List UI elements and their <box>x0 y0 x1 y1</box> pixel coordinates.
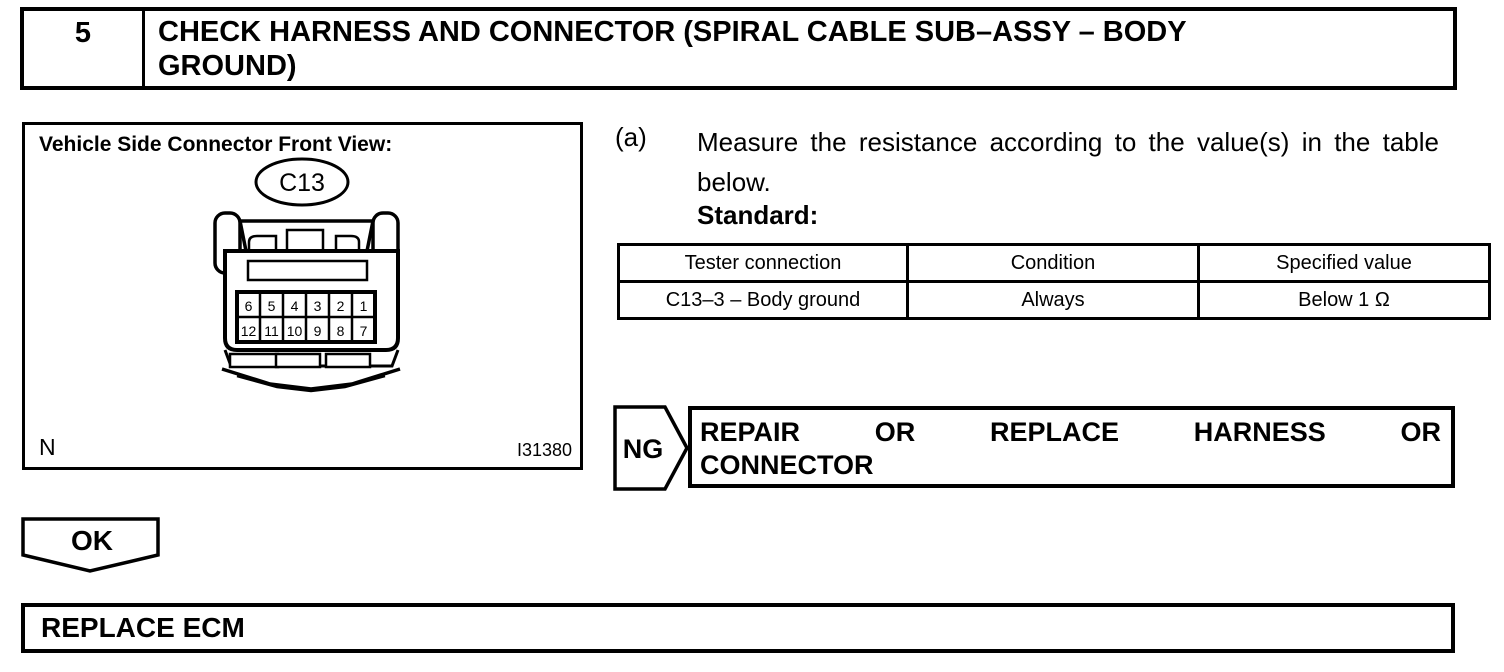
ng-action-box: REPAIR OR REPLACE HARNESS OR CONNECTOR <box>688 406 1455 488</box>
pin-number: 1 <box>360 298 368 314</box>
connector-diagram: 6 5 4 3 2 1 12 11 10 9 8 7 C13 <box>213 157 401 393</box>
instruction-item-label: (a) <box>615 122 647 152</box>
body-inner-slot <box>246 259 369 282</box>
bottom-tab-right <box>324 352 372 369</box>
spec-table: Tester connection Condition Specified va… <box>617 243 1491 320</box>
ng-label: NG <box>623 434 664 464</box>
pin-number: 5 <box>268 298 276 314</box>
step-title-line-1: CHECK HARNESS AND CONNECTOR (SPIRAL CABL… <box>158 16 1187 48</box>
connector-figure-box: Vehicle Side Connector Front View: <box>22 122 583 470</box>
ng-action-line-1: REPAIR OR REPLACE HARNESS OR <box>700 417 1441 447</box>
spec-table-header-condition: Condition <box>906 243 1200 283</box>
spec-table-header-row: Tester connection Condition Specified va… <box>617 243 1491 283</box>
pin-number: 4 <box>291 298 299 314</box>
replace-ecm-box: REPLACE ECM <box>21 603 1455 653</box>
pin-number: 3 <box>314 298 322 314</box>
spec-table-row: C13–3 – Body ground Always Below 1 Ω <box>617 280 1491 320</box>
step-number: 5 <box>24 11 145 86</box>
ng-action-line-2: CONNECTOR <box>700 450 874 480</box>
ng-arrow-icon: NG <box>613 405 689 491</box>
instruction-text: Measure the resistance according to the … <box>697 127 1439 197</box>
c13-callout-text: C13 <box>279 169 325 197</box>
pin-number: 8 <box>337 323 345 339</box>
head-tab-left <box>247 234 278 253</box>
replace-ecm-text: REPLACE ECM <box>41 612 245 643</box>
spec-table-cell-specified-value: Below 1 Ω <box>1197 280 1491 320</box>
figure-id-label: I31380 <box>516 440 572 460</box>
standard-label: Standard: <box>697 200 819 230</box>
step-title: CHECK HARNESS AND CONNECTOR (SPIRAL CABL… <box>145 11 1453 86</box>
spec-table-cell-tester-connection: C13–3 – Body ground <box>617 280 909 320</box>
pin-number: 7 <box>360 323 368 339</box>
step-title-line-2: GROUND) <box>158 50 297 82</box>
head-tab-right <box>334 234 361 253</box>
pin-number: 2 <box>337 298 345 314</box>
ok-arrow-icon: OK <box>21 517 160 573</box>
bottom-tab-center <box>274 352 322 369</box>
figure-title: Vehicle Side Connector Front View: <box>39 133 393 156</box>
pin-number: 11 <box>264 323 279 339</box>
spec-table-cell-condition: Always <box>906 280 1200 320</box>
head-tab-center <box>285 228 325 253</box>
bottom-chevron-inner <box>236 374 386 393</box>
pin-number: 9 <box>314 323 322 339</box>
pin-number: 12 <box>241 323 257 339</box>
pin-number: 10 <box>287 323 303 339</box>
spec-table-header-specified-value: Specified value <box>1197 243 1491 283</box>
step-header-box: 5 CHECK HARNESS AND CONNECTOR (SPIRAL CA… <box>20 7 1457 90</box>
bottom-tab-left <box>228 352 280 369</box>
spec-table-header-tester-connection: Tester connection <box>617 243 909 283</box>
c13-callout-oval <box>254 157 350 207</box>
ok-label: OK <box>71 525 113 556</box>
pin-number: 6 <box>245 298 253 314</box>
figure-note-n: N <box>39 434 56 460</box>
pin-grid-lines <box>237 292 375 342</box>
bottom-chevron-outer <box>221 367 401 391</box>
